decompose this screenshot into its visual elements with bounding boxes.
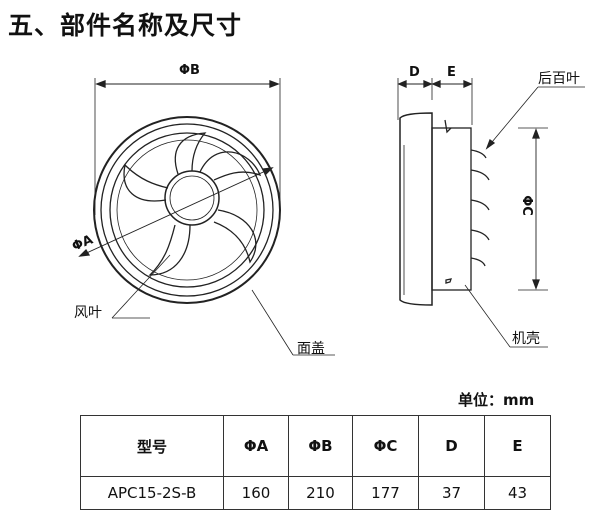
cover-label: 面盖 xyxy=(297,341,325,357)
cell-phi-b: 210 xyxy=(288,476,353,510)
cell-e: 43 xyxy=(484,476,551,510)
header-phi-a: ΦA xyxy=(223,415,289,477)
side-view xyxy=(397,78,585,348)
dim-c-label: ΦC xyxy=(518,195,534,216)
section-title: 五、部件名称及尺寸 xyxy=(8,11,243,40)
cell-model: APC15-2S-B xyxy=(80,476,224,510)
table-header-row: 型号 ΦA ΦB ΦC D E xyxy=(80,415,551,477)
cell-phi-c: 177 xyxy=(352,476,419,510)
dim-d-label: D xyxy=(409,65,420,80)
front-view xyxy=(78,78,335,356)
header-d: D xyxy=(418,415,485,477)
header-phi-c: ΦC xyxy=(352,415,419,477)
unit-label: 单位：mm xyxy=(458,391,535,409)
louver-label: 后百叶 xyxy=(538,71,580,87)
dimension-table: 型号 ΦA ΦB ΦC D E APC15-2S-B 160 210 177 3… xyxy=(80,415,551,510)
cell-phi-a: 160 xyxy=(223,476,289,510)
cell-d: 37 xyxy=(418,476,485,510)
dim-b-label: ΦB xyxy=(179,63,200,78)
housing-label: 机壳 xyxy=(512,331,540,347)
blade-label: 风叶 xyxy=(74,305,102,321)
header-phi-b: ΦB xyxy=(288,415,353,477)
table-row: APC15-2S-B 160 210 177 37 43 xyxy=(80,476,551,510)
header-e: E xyxy=(484,415,551,477)
header-model: 型号 xyxy=(80,415,224,477)
dim-e-label: E xyxy=(447,65,456,80)
